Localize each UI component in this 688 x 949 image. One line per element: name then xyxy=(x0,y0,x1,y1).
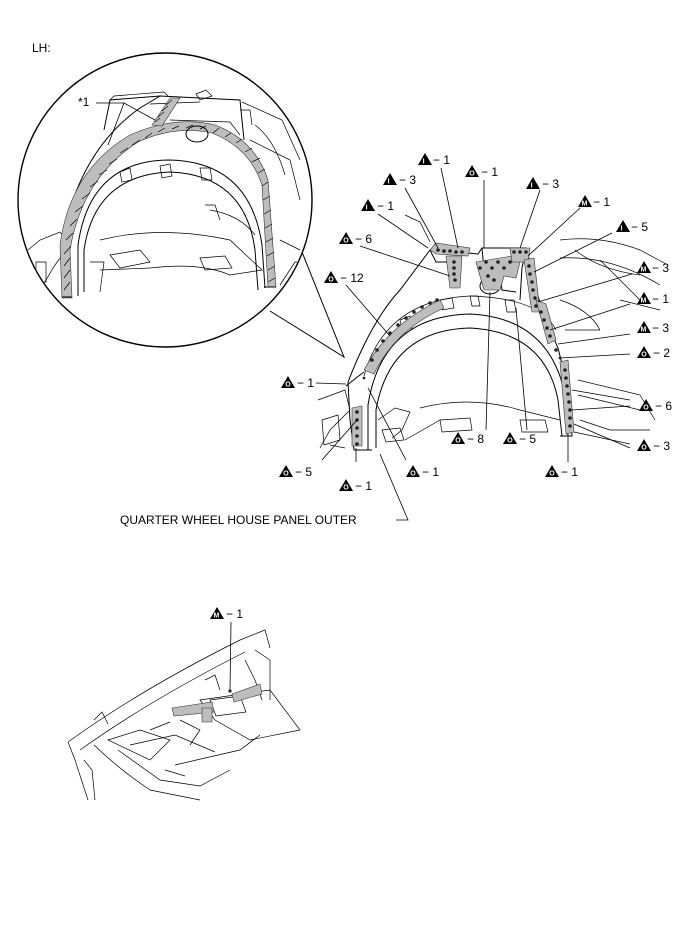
svg-text:M: M xyxy=(582,201,588,208)
detail-callout: *1 xyxy=(78,95,90,109)
svg-text:O: O xyxy=(410,471,416,478)
svg-text:O: O xyxy=(641,352,647,359)
svg-text:− 1: − 1 xyxy=(226,607,243,621)
weld-spots xyxy=(355,248,572,446)
callout-i-1-top: I − 1 xyxy=(418,153,450,167)
callout-o-8: O − 8 xyxy=(451,432,484,446)
svg-text:O: O xyxy=(343,485,349,492)
main-panel-drawing xyxy=(317,214,669,451)
callout-o-6-right: O − 6 xyxy=(639,399,672,413)
callout-o-1-right-bottom: O − 1 xyxy=(545,465,578,479)
svg-text:− 5: − 5 xyxy=(631,220,648,234)
callout-m-1-right: M − 1 xyxy=(637,292,669,306)
callout-i-1-left: I − 1 xyxy=(361,199,394,213)
svg-text:O: O xyxy=(343,238,349,245)
callout-o-5-left: O − 5 xyxy=(279,465,312,479)
callout-i-5: I − 5 xyxy=(616,220,648,234)
detail-magnifier: *1 xyxy=(17,52,346,359)
svg-text:I: I xyxy=(621,226,623,233)
callout-m-1-bottom: M − 1 xyxy=(210,607,243,621)
callout-o-1-top: O − 1 xyxy=(465,165,498,179)
svg-text:I: I xyxy=(531,183,533,190)
svg-text:− 8: − 8 xyxy=(467,432,484,446)
svg-text:− 1: − 1 xyxy=(561,465,578,479)
svg-text:O: O xyxy=(549,471,555,478)
svg-text:I: I xyxy=(366,205,368,212)
callout-o-12: O − 12 xyxy=(324,271,364,285)
svg-text:M: M xyxy=(641,327,647,334)
svg-text:I: I xyxy=(388,179,390,186)
svg-text:− 3: − 3 xyxy=(653,439,670,453)
svg-text:M: M xyxy=(641,267,647,274)
svg-text:− 1: − 1 xyxy=(593,195,610,209)
svg-text:O: O xyxy=(507,438,513,445)
callout-o-3: O − 3 xyxy=(637,439,670,453)
side-label: LH: xyxy=(32,41,51,55)
svg-text:− 1: − 1 xyxy=(377,199,394,213)
callout-o-1-mid: O − 1 xyxy=(406,465,439,479)
svg-text:− 1: − 1 xyxy=(297,376,314,390)
svg-text:− 1: − 1 xyxy=(652,292,669,306)
svg-text:O: O xyxy=(469,171,475,178)
svg-text:− 5: − 5 xyxy=(295,465,312,479)
svg-text:O: O xyxy=(455,438,461,445)
svg-text:− 1: − 1 xyxy=(355,479,372,493)
svg-text:− 6: − 6 xyxy=(355,232,372,246)
svg-text:O: O xyxy=(643,405,649,412)
callout-i-3-right: I − 3 xyxy=(526,177,559,191)
callout-o-6-left: O − 6 xyxy=(339,232,372,246)
svg-text:− 3: − 3 xyxy=(652,261,669,275)
svg-text:O: O xyxy=(285,382,291,389)
callout-m-3-top: M − 3 xyxy=(637,261,669,275)
callout-o-2: O − 2 xyxy=(637,346,670,360)
svg-text:− 3: − 3 xyxy=(542,177,559,191)
callout-m-1-top: M − 1 xyxy=(578,195,610,209)
svg-text:O: O xyxy=(641,445,647,452)
svg-text:− 5: − 5 xyxy=(519,432,536,446)
svg-text:− 1: − 1 xyxy=(433,153,450,167)
svg-text:− 3: − 3 xyxy=(652,321,669,335)
svg-text:− 3: − 3 xyxy=(399,173,416,187)
svg-text:M: M xyxy=(641,298,647,305)
callout-o-1-left: O − 1 xyxy=(281,376,314,390)
svg-text:O: O xyxy=(283,471,289,478)
callout-o-5-center: O − 5 xyxy=(503,432,536,446)
svg-text:− 1: − 1 xyxy=(481,165,498,179)
svg-text:− 2: − 2 xyxy=(653,346,670,360)
svg-text:− 12: − 12 xyxy=(340,271,364,285)
callout-o-1-bottom: O − 1 xyxy=(339,479,372,493)
part-label: QUARTER WHEEL HOUSE PANEL OUTER xyxy=(120,513,357,527)
svg-text:M: M xyxy=(214,613,220,620)
callout-leaders xyxy=(315,167,633,521)
bottom-view: M − 1 xyxy=(67,607,301,801)
callout-m-3-right: M − 3 xyxy=(637,321,669,335)
svg-text:I: I xyxy=(423,159,425,166)
callout-i-3-left: I − 3 xyxy=(383,173,416,187)
svg-text:O: O xyxy=(328,277,334,284)
callout-labels: I − 1 O − 1 I − 3 I − 3 M − 1 xyxy=(279,153,672,493)
svg-text:− 6: − 6 xyxy=(655,399,672,413)
svg-text:− 1: − 1 xyxy=(422,465,439,479)
